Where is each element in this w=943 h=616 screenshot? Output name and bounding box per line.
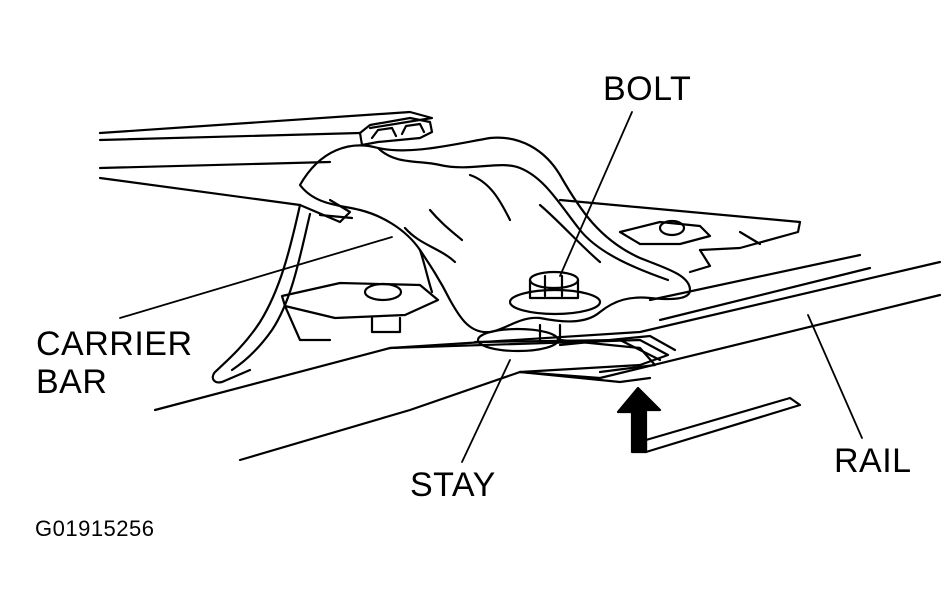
carrier-bar-leader bbox=[119, 236, 393, 319]
carrier-bar-label-line1: CARRIER bbox=[36, 325, 193, 363]
bolt-head bbox=[508, 270, 602, 316]
carrier-bar bbox=[98, 110, 434, 224]
stay-label: STAY bbox=[410, 466, 496, 504]
rail-leader bbox=[807, 314, 863, 439]
right-foot bbox=[558, 198, 802, 274]
rail bbox=[153, 253, 942, 462]
carrier-leg bbox=[211, 203, 312, 384]
stay-clip bbox=[476, 323, 657, 374]
carrier-bar-label-line2: BAR bbox=[36, 363, 108, 401]
stay-bracket bbox=[298, 136, 692, 334]
rail-label: RAIL bbox=[834, 442, 912, 480]
bolt-label: BOLT bbox=[603, 70, 692, 108]
up-arrow-icon bbox=[616, 386, 802, 454]
bolt-leader bbox=[559, 111, 633, 277]
figure-id: G01915256 bbox=[35, 516, 155, 541]
leader-lines bbox=[119, 111, 863, 463]
carrier-bar-label: CARRIER BAR bbox=[36, 325, 193, 401]
left-foot bbox=[280, 281, 440, 342]
stay-leader bbox=[461, 359, 511, 463]
